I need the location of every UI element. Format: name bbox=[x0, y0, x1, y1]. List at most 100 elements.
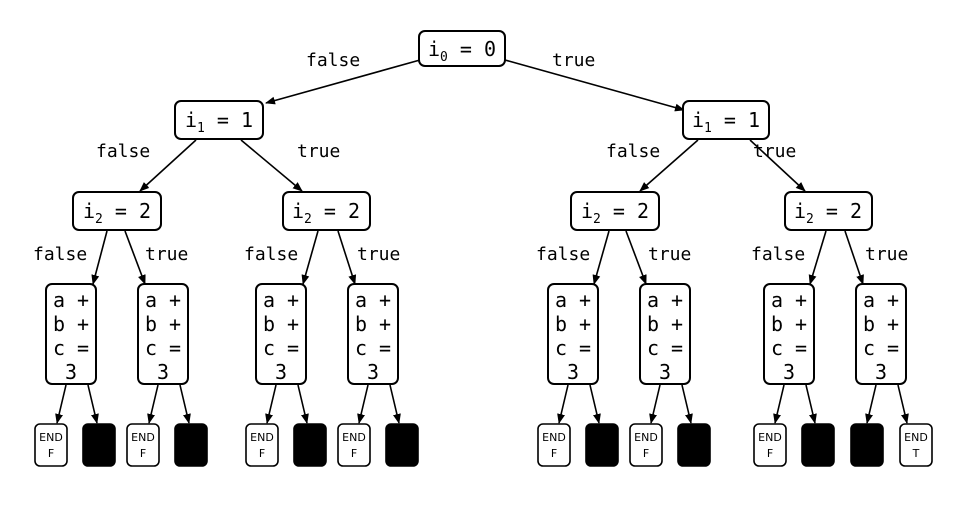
edge-sum8-right bbox=[897, 384, 909, 424]
node-value: = 1 bbox=[205, 108, 253, 132]
edge-label-root-false: false bbox=[306, 50, 360, 71]
leaf-end: END F bbox=[34, 423, 68, 467]
edge-RL-false bbox=[592, 230, 610, 285]
node-value: = 1 bbox=[712, 108, 760, 132]
sum-node: a +b +c =3 bbox=[855, 283, 907, 385]
edge-sum6-right bbox=[681, 384, 693, 424]
leaf-end-label: END bbox=[39, 431, 63, 444]
edge-sum2-left bbox=[147, 384, 159, 424]
leaf-end-label: END bbox=[250, 431, 274, 444]
edge-R-false bbox=[639, 139, 699, 192]
edge-R-true bbox=[749, 139, 806, 192]
edge-L-false bbox=[139, 139, 197, 192]
node-value: = 2 bbox=[814, 199, 862, 223]
svg-text:i0 = 0: i0 = 0 bbox=[428, 37, 496, 65]
edge-sum4-right bbox=[389, 384, 401, 424]
sum-node-line: c = bbox=[53, 336, 89, 360]
sum-node-line: 3 bbox=[659, 360, 671, 384]
leaf-result-label: F bbox=[643, 447, 649, 460]
sum-node-line: a + bbox=[355, 288, 391, 312]
node-value: = 2 bbox=[601, 199, 649, 223]
edge-LL-true bbox=[124, 230, 146, 285]
edge-label-LR-false: false bbox=[244, 244, 298, 265]
leaf-black bbox=[585, 423, 619, 467]
leaf-black bbox=[801, 423, 835, 467]
decision-node-RR: i2 = 2 bbox=[784, 191, 873, 231]
decision-node-root: i0 = 0 bbox=[418, 30, 506, 67]
node-subscript: 0 bbox=[440, 50, 448, 65]
decision-node-LL: i2 = 2 bbox=[72, 191, 162, 231]
sum-nodes: a +b +c =3a +b +c =3a +b +c =3a +b +c =3… bbox=[45, 283, 907, 385]
leaf-end-label: END bbox=[542, 431, 566, 444]
node-subscript: 1 bbox=[704, 121, 712, 136]
sum-node-line: a + bbox=[863, 288, 899, 312]
node-var: i bbox=[185, 108, 197, 132]
leaf-black bbox=[385, 423, 419, 467]
leaf-black bbox=[850, 423, 884, 467]
edge-RR-true bbox=[844, 230, 864, 285]
edge-labels: false true false true false true false t… bbox=[33, 50, 908, 265]
decision-node-L: i1 = 1 bbox=[174, 100, 264, 140]
node-subscript: 2 bbox=[95, 212, 103, 227]
sum-node-line: c = bbox=[555, 336, 591, 360]
sum-node-line: c = bbox=[355, 336, 391, 360]
leaf-end-label: END bbox=[342, 431, 366, 444]
edge-sum4-left bbox=[357, 384, 369, 424]
edge-sum7-right bbox=[805, 384, 817, 424]
leaf-end-label: END bbox=[758, 431, 782, 444]
edge-sum8-left bbox=[865, 384, 877, 424]
sum-node: a +b +c =3 bbox=[137, 283, 189, 385]
decision-node-RL: i2 = 2 bbox=[570, 191, 660, 231]
sum-node-line: a + bbox=[53, 288, 89, 312]
sum-node: a +b +c =3 bbox=[547, 283, 599, 385]
sum-node-line: c = bbox=[647, 336, 683, 360]
leaf-result-label: F bbox=[140, 447, 146, 460]
sum-node: a +b +c =3 bbox=[763, 283, 815, 385]
leaf-end: END F bbox=[753, 423, 787, 467]
node-subscript: 2 bbox=[806, 212, 814, 227]
sum-node-line: a + bbox=[771, 288, 807, 312]
node-var: i bbox=[428, 37, 440, 61]
node-var: i bbox=[692, 108, 704, 132]
sum-node-line: 3 bbox=[65, 360, 77, 384]
node-value: = 2 bbox=[103, 199, 151, 223]
svg-text:i2 = 2: i2 = 2 bbox=[794, 199, 862, 227]
sum-node-line: c = bbox=[145, 336, 181, 360]
svg-text:i2 = 2: i2 = 2 bbox=[83, 199, 151, 227]
edge-LR-false bbox=[301, 230, 319, 285]
edge-sum1-right bbox=[87, 384, 99, 424]
leaf-result-label: T bbox=[912, 447, 920, 460]
edge-sum6-left bbox=[649, 384, 661, 424]
sum-node-line: 3 bbox=[367, 360, 379, 384]
leaf-result-label: F bbox=[259, 447, 265, 460]
sum-node-line: 3 bbox=[875, 360, 887, 384]
sum-node-line: c = bbox=[771, 336, 807, 360]
edge-sum3-left bbox=[265, 384, 277, 424]
edge-label-L-true: true bbox=[297, 141, 340, 162]
edge-sum5-left bbox=[557, 384, 569, 424]
sum-node-line: b + bbox=[555, 312, 591, 336]
node-value: = 0 bbox=[448, 37, 496, 61]
sum-node-line: b + bbox=[355, 312, 391, 336]
svg-text:i2 = 2: i2 = 2 bbox=[581, 199, 649, 227]
edge-label-root-true: true bbox=[552, 50, 595, 71]
leaf-black bbox=[677, 423, 711, 467]
leaf-result-label: F bbox=[767, 447, 773, 460]
node-value: = 2 bbox=[312, 199, 360, 223]
node-var: i bbox=[581, 199, 593, 223]
sum-node-line: a + bbox=[145, 288, 181, 312]
decision-node-LR: i2 = 2 bbox=[282, 191, 371, 231]
leaf-black bbox=[293, 423, 327, 467]
decision-node-R: i1 = 1 bbox=[682, 100, 770, 140]
edge-label-LL-false: false bbox=[33, 244, 87, 265]
sum-node-line: 3 bbox=[157, 360, 169, 384]
edge-root-true bbox=[504, 59, 685, 112]
sum-node: a +b +c =3 bbox=[45, 283, 97, 385]
leaf-result-label: F bbox=[48, 447, 54, 460]
svg-text:i1 = 1: i1 = 1 bbox=[692, 108, 760, 136]
edge-label-RR-false: false bbox=[751, 244, 805, 265]
edge-label-RL-true: true bbox=[648, 244, 691, 265]
